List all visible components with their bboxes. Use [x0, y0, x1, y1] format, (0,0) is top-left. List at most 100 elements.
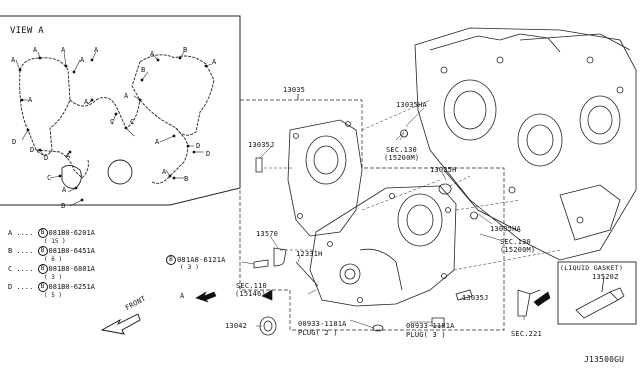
direction-arrows — [100, 289, 551, 335]
legend-part: 081B0-6801A — [48, 265, 95, 273]
view-a-letter-a: A — [11, 56, 16, 64]
view-a-letter-a: A — [162, 168, 167, 176]
seal-13042 — [259, 316, 277, 336]
main-leaders — [241, 107, 525, 329]
callout-12331h: 12331H — [296, 250, 323, 258]
diagram-code: J13500GU — [584, 355, 625, 364]
legend-letter: B — [8, 247, 13, 255]
legend-qty: ( 3 ) — [44, 274, 63, 281]
view-a-letter-a: A — [61, 46, 66, 54]
legend-circle-icon: B — [37, 264, 48, 274]
view-a-letter-a: A — [66, 152, 71, 160]
view-a-cover-outline — [19, 54, 215, 189]
view-a-letter-d: D — [12, 138, 17, 146]
callout-13035ha-top: 13035HA — [396, 101, 427, 109]
view-a-letter-a: A — [150, 50, 155, 58]
seal-13035ha-top — [400, 129, 408, 138]
callout-13042: 13042 — [225, 322, 248, 330]
bolt-081a8 — [253, 259, 269, 269]
callout-plug2-part: 00933-1181A — [406, 322, 455, 330]
legend-part: 081B0-6201A — [48, 229, 95, 237]
gasket-tube-icon — [575, 275, 625, 319]
legend-letter: A — [8, 229, 13, 237]
legend-circle-icon: B — [37, 228, 48, 238]
view-a-letter-d: D — [196, 142, 201, 150]
view-a-letter-b: B — [183, 46, 188, 54]
stud-12331h — [295, 261, 319, 287]
view-a-letter-a: A — [80, 56, 85, 64]
callout-sec130-bot: SEC.130 — [500, 238, 531, 246]
view-a-letter-d: D — [206, 150, 211, 158]
view-a-letter-d: D — [30, 146, 35, 154]
legend-part: 081B0-6451A — [48, 247, 95, 255]
arrow-a-label: A — [180, 292, 185, 300]
callout-bolt-qty: ( 3 ) — [180, 264, 200, 271]
callout-13035: 13035 — [283, 86, 306, 94]
dowel-13035j-bot — [455, 289, 473, 301]
callout-13035j-top: 13035J — [248, 141, 275, 149]
view-a-letter-a: A — [94, 46, 99, 54]
gasket-13570 — [273, 247, 287, 267]
legend-circle-icon: B — [37, 246, 48, 256]
view-a-letter-d: D — [44, 154, 49, 162]
legend-qty: ( 15 ) — [44, 238, 66, 245]
sec110-arrow-icon — [261, 289, 273, 301]
seal-13035h — [438, 183, 452, 195]
callout-plug2-label: PLUG( 3 ) — [406, 331, 446, 339]
view-a-letter-b: B — [184, 175, 189, 183]
view-a-letter-a: A — [62, 186, 67, 194]
legend-letter: C — [8, 265, 13, 273]
callout-sec221: SEC.221 — [511, 330, 542, 338]
liquid-gasket-title: (LIQUID GASKET) — [560, 264, 624, 272]
view-a-letter-c: C — [130, 118, 135, 126]
callout-13035ha-bot: 13035HA — [490, 225, 521, 233]
legend-letter: D — [8, 283, 13, 291]
view-a-title: VIEW A — [10, 26, 44, 36]
view-a-letter-b: B — [141, 66, 146, 74]
callout-plug1-part: 00933-1181A — [298, 320, 347, 328]
view-a-letter-a: A — [84, 98, 89, 106]
upper-timing-cover — [287, 119, 363, 237]
dowel-13035j-top — [255, 157, 263, 173]
engine-block — [414, 27, 637, 261]
legend-qty: ( 5 ) — [44, 292, 63, 299]
callout-13520z: 13520Z — [592, 273, 619, 281]
lower-timing-cover — [309, 185, 457, 307]
view-a-letter-a: A — [212, 58, 217, 66]
assembly-box — [239, 99, 505, 331]
bolt-circle-icon: B — [166, 255, 176, 265]
callout-plug1-label: PLUG( 2 ) — [298, 329, 338, 337]
callout-sec130-top-sub: (15200M) — [384, 154, 420, 162]
view-a-frame — [0, 15, 241, 206]
callout-13570: 13570 — [256, 230, 279, 238]
seal-13035ha-bot — [470, 211, 478, 220]
callout-sec130-top: SEC.130 — [386, 146, 417, 154]
view-a-letter-a: A — [33, 46, 38, 54]
plug-2 — [431, 317, 445, 327]
callout-13035j-bot: 13035J — [462, 294, 489, 302]
view-a-bolt-points — [18, 56, 208, 202]
view-a-letter-c: C — [110, 118, 115, 126]
front-arrow-icon — [100, 313, 141, 335]
sensor-sec221 — [517, 289, 531, 317]
callout-sec130-bot-sub: (15200M) — [500, 246, 536, 254]
callout-sec110: SEC.110 — [236, 282, 267, 290]
callout-sec110-sub: (15146) — [235, 290, 266, 298]
view-a-letter-a: A — [124, 92, 129, 100]
view-a-letter-a: A — [28, 96, 33, 104]
liquid-gasket-box — [557, 261, 637, 325]
callout-13035h: 13035H — [430, 166, 457, 174]
view-a-letter-a: A — [155, 138, 160, 146]
view-a-letter-c: C — [47, 174, 52, 182]
legend-qty: ( 6 ) — [44, 256, 63, 263]
legend-part: 081B0-6251A — [48, 283, 95, 291]
legend-circle-icon: B — [37, 282, 48, 292]
arrow-a-icon — [195, 291, 217, 303]
view-a-letter-b: B — [61, 202, 66, 210]
